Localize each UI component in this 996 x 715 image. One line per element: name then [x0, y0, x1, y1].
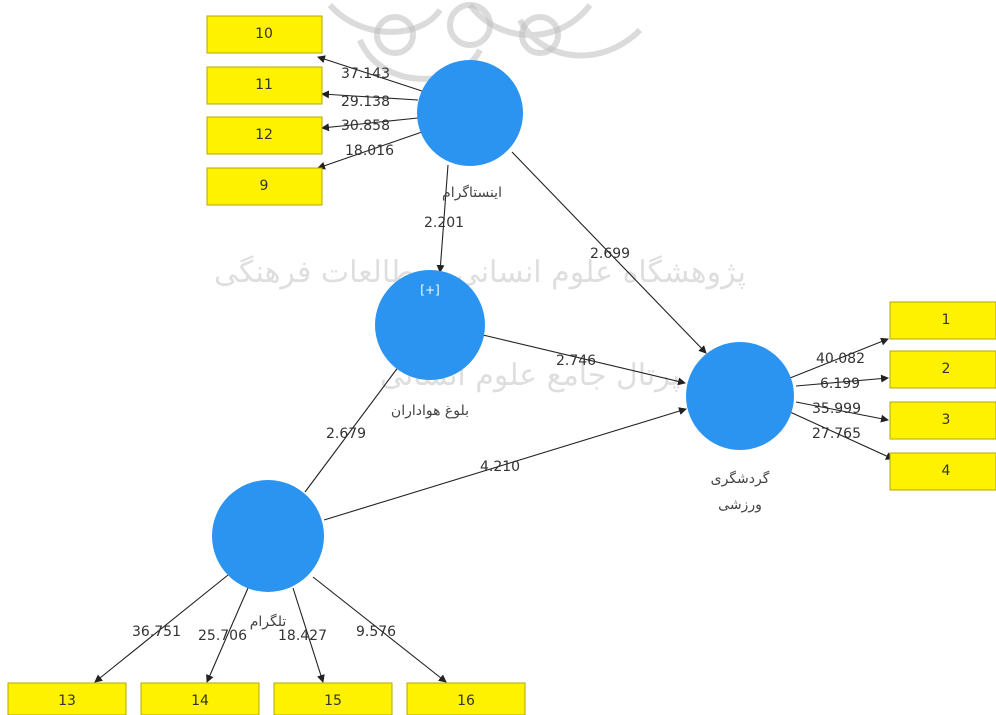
indicator-4[interactable]: 4: [889, 452, 996, 491]
path-inst-fan: [436, 164, 449, 273]
loading-inst-11: 29.138: [341, 94, 390, 110]
latent-fan-maturity[interactable]: [375, 270, 485, 380]
loading-tel-13: 36.751: [132, 624, 181, 640]
indicator-1[interactable]: 1: [889, 301, 996, 340]
loading-st-1: 40.082: [816, 351, 865, 367]
indicator-11[interactable]: 11: [206, 66, 323, 105]
path-label-inst-st: 2.699: [590, 246, 630, 262]
svg-text:13: 13: [58, 693, 76, 709]
edge-inst-9: [317, 131, 423, 170]
edge-st-1: [789, 337, 889, 379]
indicator-13[interactable]: 13: [7, 682, 127, 715]
edge-st-4: [789, 411, 894, 460]
svg-text:16: 16: [457, 693, 475, 709]
svg-text:2: 2: [942, 361, 951, 377]
path-label-tel-fan: 2.679: [326, 426, 366, 442]
loading-inst-10: 37.143: [341, 66, 390, 82]
loading-tel-16: 9.576: [356, 624, 396, 640]
indicator-14[interactable]: 14: [140, 682, 260, 715]
svg-text:12: 12: [255, 127, 273, 143]
loading-tel-15: 18.427: [278, 628, 327, 644]
svg-text:1: 1: [942, 312, 951, 328]
indicator-2[interactable]: 2: [889, 350, 996, 389]
path-label-inst-fan: 2.201: [424, 215, 464, 231]
loading-st-4: 27.765: [812, 426, 861, 442]
loading-st-3: 35.999: [812, 401, 861, 417]
path-inst-st: [511, 151, 707, 354]
indicator-3[interactable]: 3: [889, 401, 996, 440]
edge-tel-16: [312, 576, 447, 683]
path-label-fan-st: 2.746: [556, 353, 596, 369]
edge-tel-13: [94, 574, 229, 683]
loading-st-2: 6.199: [820, 376, 860, 392]
path-label-tel-st: 4.210: [480, 459, 520, 475]
edge-inst-10: [317, 55, 426, 93]
expand-toggle[interactable]: [+]: [420, 283, 439, 297]
indicator-12[interactable]: 12: [206, 116, 323, 155]
edge-st-2: [795, 374, 889, 387]
edge-st-3: [795, 401, 889, 423]
path-tel-fan: [304, 361, 403, 493]
edge-tel-15: [292, 587, 325, 683]
watermark-text-1: پژوهشگاه علوم انسانی ومطالعات فرهنگی: [214, 255, 746, 290]
svg-text:15: 15: [324, 693, 342, 709]
svg-text:3: 3: [942, 412, 951, 428]
label-fan-maturity: بلوغ هواداران: [391, 403, 469, 419]
indicator-16[interactable]: 16: [406, 682, 526, 715]
edge-tel-14: [206, 587, 249, 683]
path-tel-st: [323, 407, 687, 521]
loading-inst-12: 30.858: [341, 118, 390, 134]
label-instagram: اینستاگرام: [442, 184, 502, 201]
latent-telegram[interactable]: [212, 480, 324, 592]
loading-inst-9: 18.016: [345, 143, 394, 159]
label-sport-tourism-1: گردشگری: [711, 470, 770, 487]
svg-text:4: 4: [942, 463, 951, 479]
indicator-15[interactable]: 15: [273, 682, 393, 715]
svg-text:10: 10: [255, 26, 273, 42]
label-telegram: تلگرام: [250, 613, 287, 630]
latent-instagram[interactable]: [417, 60, 523, 166]
loading-tel-14: 25.706: [198, 628, 247, 644]
svg-text:14: 14: [191, 693, 209, 709]
svg-text:9: 9: [260, 178, 269, 194]
indicator-9[interactable]: 9: [206, 167, 323, 206]
edge-inst-12: [321, 117, 419, 132]
indicator-10[interactable]: 10: [206, 15, 323, 54]
svg-text:11: 11: [255, 77, 273, 93]
label-sport-tourism-2: ورزشی: [718, 497, 762, 513]
latent-sport-tourism[interactable]: [686, 342, 794, 450]
path-fan-st: [482, 334, 686, 386]
edge-inst-11: [321, 90, 419, 101]
